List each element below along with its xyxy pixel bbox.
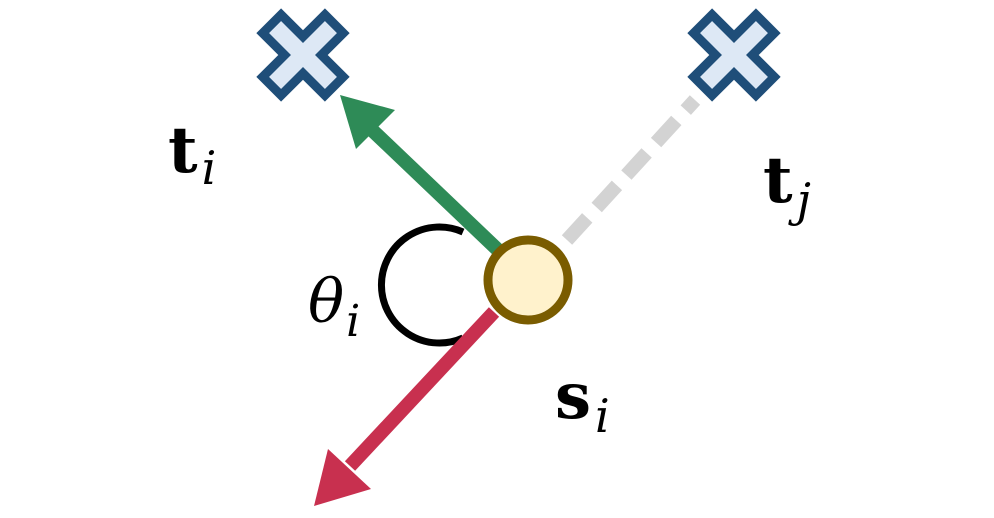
label-theta-i: θi <box>308 267 360 347</box>
red-arrow-shaft <box>344 307 500 471</box>
red-arrow-head <box>314 449 371 506</box>
circle-node-icon <box>483 235 573 325</box>
green-arrow-head <box>340 95 395 149</box>
cross-marker-icon <box>256 8 350 102</box>
angle-arc <box>378 223 465 347</box>
label-s-i: si <box>555 359 610 443</box>
cross-marker-icon <box>687 8 781 102</box>
green-arrow-shaft <box>367 124 505 258</box>
label-t-i: ti <box>168 113 216 195</box>
label-t-j: tj <box>763 143 811 227</box>
dashed-line-to-tj <box>561 95 701 245</box>
